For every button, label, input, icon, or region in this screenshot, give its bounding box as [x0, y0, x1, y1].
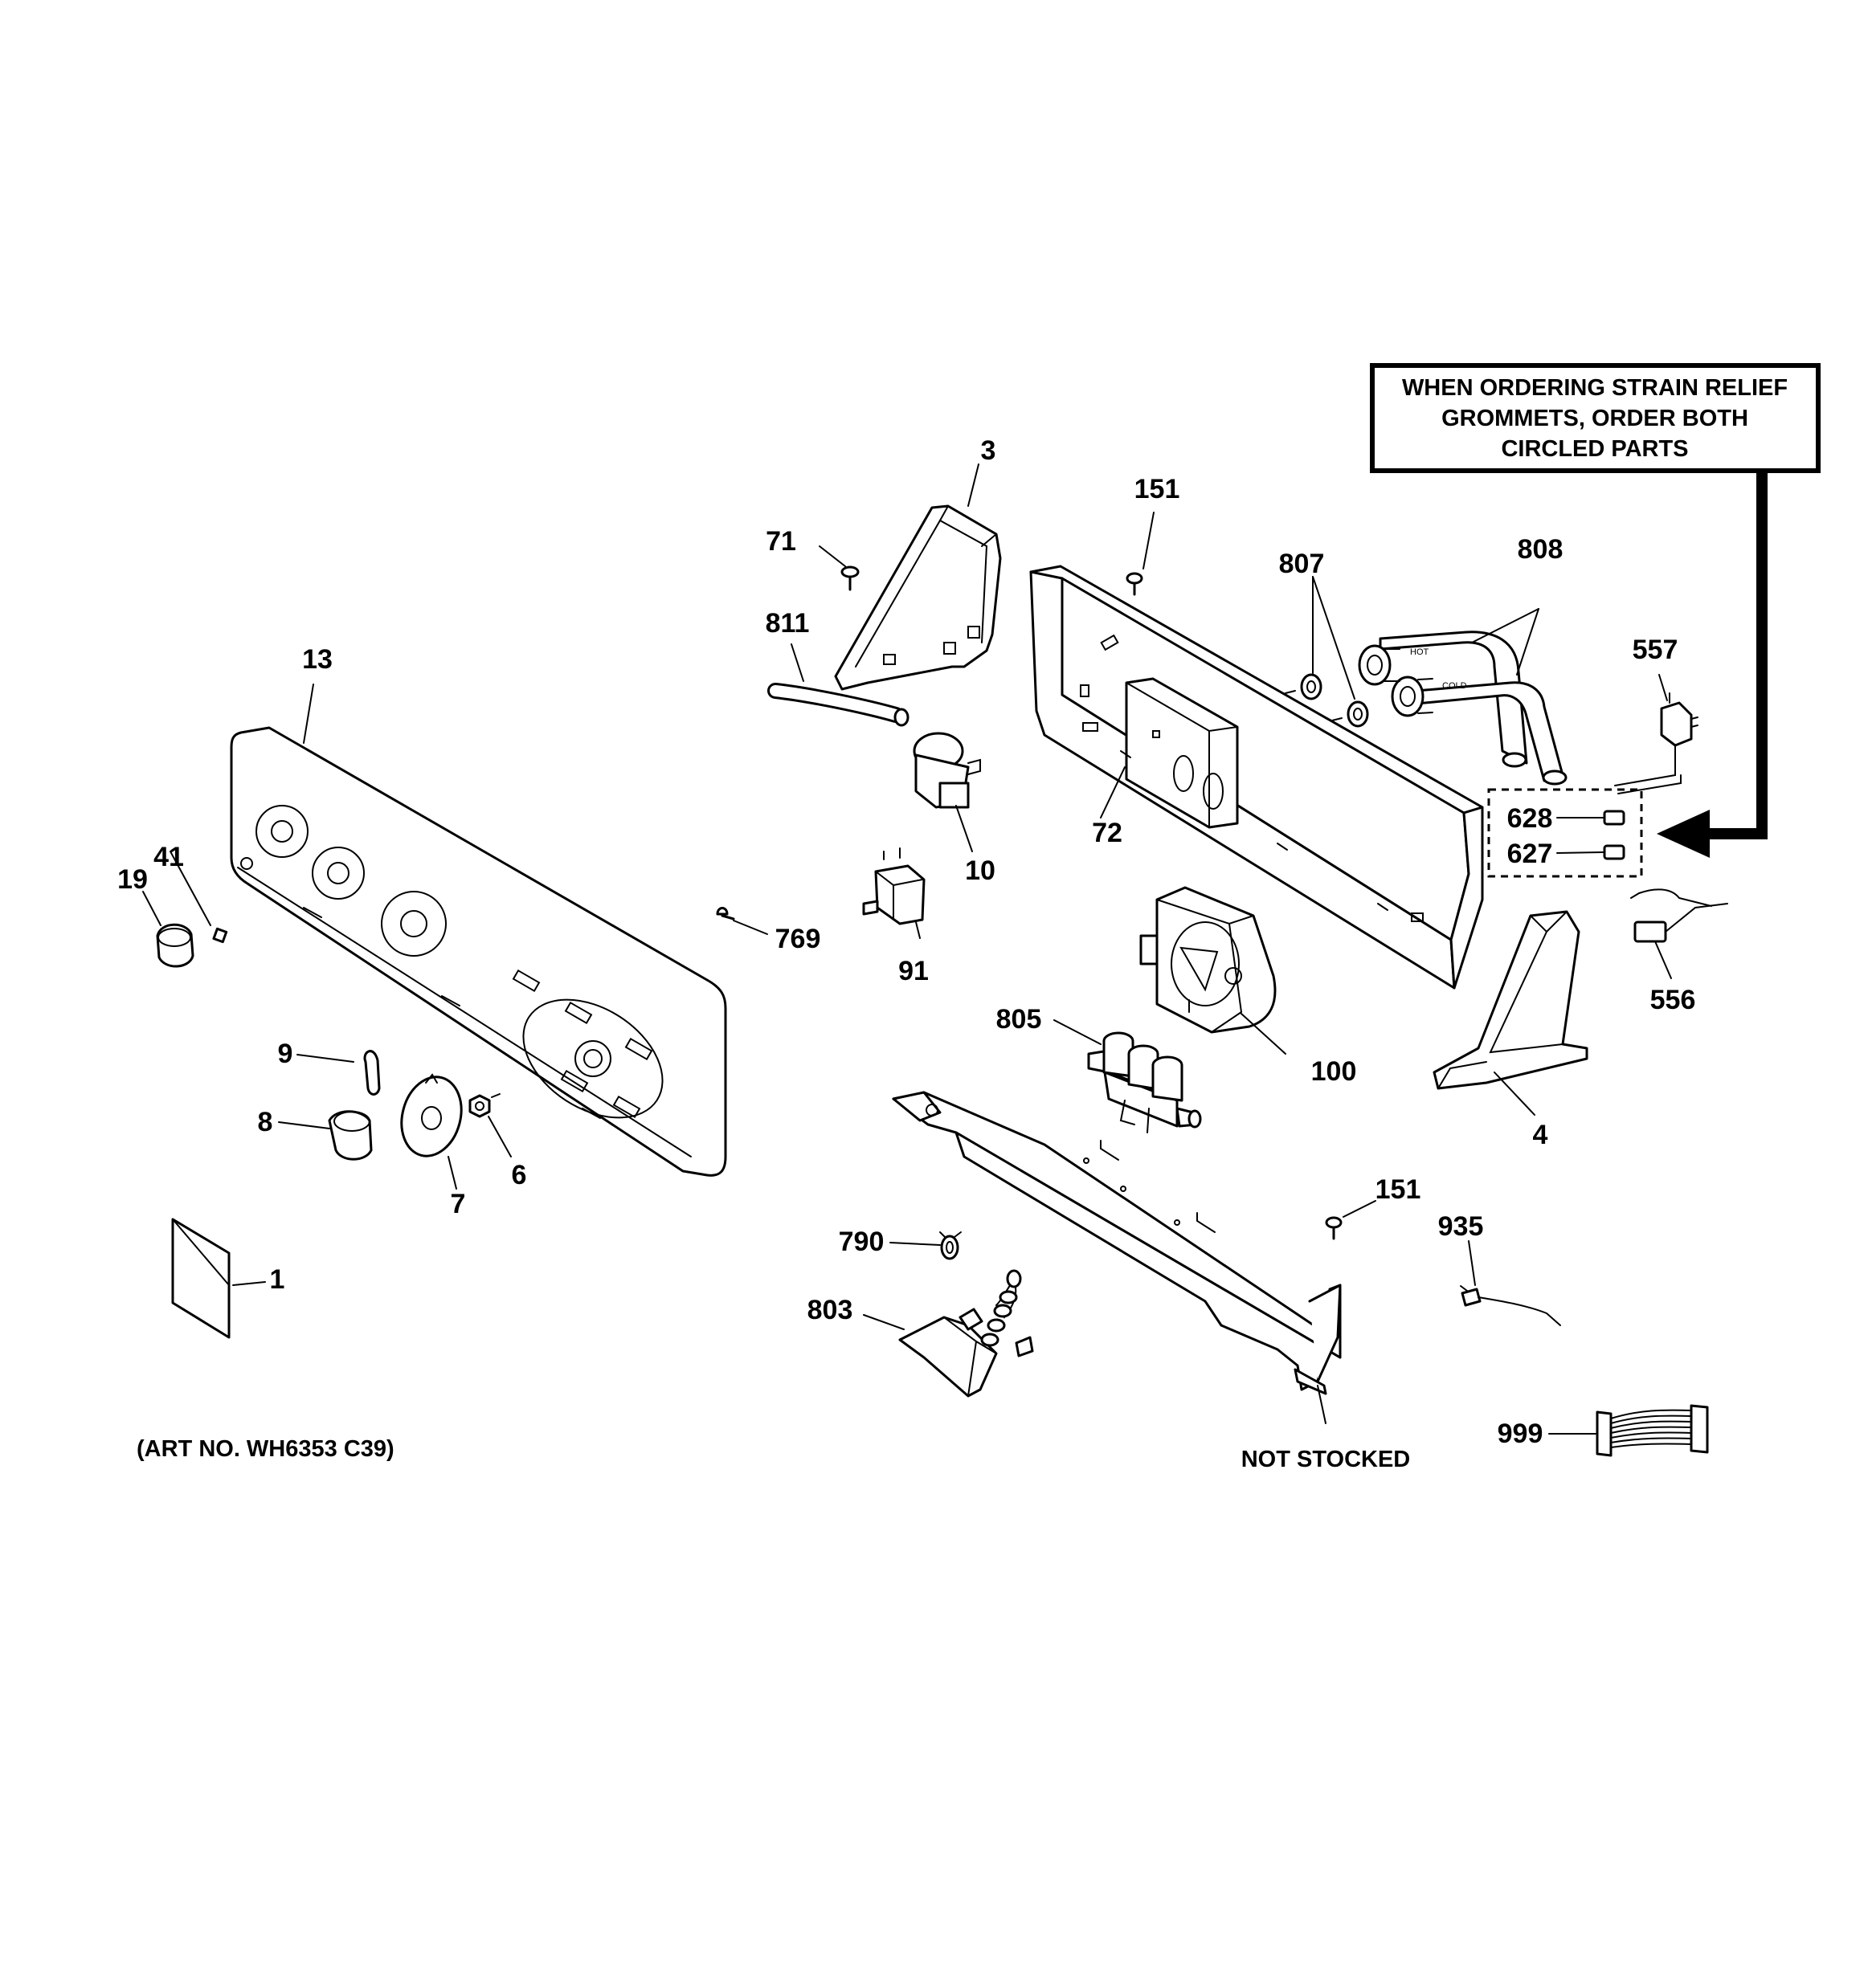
callout-4: 4 — [1533, 1120, 1548, 1150]
callout-71: 71 — [766, 526, 796, 557]
callout-807: 807 — [1279, 549, 1325, 579]
callout-790: 790 — [839, 1227, 885, 1257]
callout-8: 8 — [258, 1107, 273, 1137]
callout-556: 556 — [1650, 985, 1696, 1015]
bracket-3 — [834, 504, 1002, 691]
circled-parts-box — [1487, 788, 1643, 878]
clip-41 — [212, 927, 228, 944]
bracket-4 — [1433, 910, 1588, 1090]
callout-100: 100 — [1311, 1056, 1357, 1087]
wire-935 — [1460, 1285, 1561, 1326]
washer-807-b — [1331, 700, 1369, 728]
hot-mark: HOT — [1410, 647, 1429, 657]
cord-557 — [1614, 692, 1698, 794]
note-line-1: WHEN ORDERING STRAIN RELIEF — [1402, 375, 1788, 401]
leader-lines — [142, 463, 1672, 1435]
screw-769 — [716, 907, 735, 921]
screw-71 — [840, 565, 860, 591]
callout-557: 557 — [1633, 635, 1678, 665]
callout-1: 1 — [270, 1264, 285, 1295]
callout-91: 91 — [898, 956, 929, 986]
callout-803: 803 — [807, 1295, 853, 1325]
grommet-628 — [1603, 810, 1625, 826]
pressure-switch-10 — [913, 732, 981, 809]
knob-8 — [328, 1110, 373, 1161]
switch-91 — [862, 847, 926, 925]
harness-999 — [1596, 1404, 1709, 1457]
literature-1 — [171, 1218, 231, 1339]
nut-6 — [468, 1093, 501, 1118]
callout-808: 808 — [1518, 534, 1563, 565]
clip-9 — [363, 1050, 381, 1096]
callout-151-top: 151 — [1134, 474, 1180, 504]
callout-19: 19 — [117, 864, 148, 895]
callout-628: 628 — [1507, 803, 1553, 834]
wire-556 — [1630, 888, 1728, 943]
callout-805: 805 — [996, 1004, 1042, 1035]
callout-7: 7 — [451, 1189, 466, 1219]
dial-7 — [400, 1073, 463, 1157]
cold-mark: COLD — [1442, 681, 1467, 691]
backsplash-72 — [1029, 565, 1484, 990]
callout-151-bottom: 151 — [1375, 1174, 1421, 1205]
note-line-2: GROMMETS, ORDER BOTH — [1441, 406, 1748, 431]
knob-19 — [156, 923, 194, 968]
clamp-790 — [939, 1231, 962, 1260]
valve-805 — [1087, 1031, 1202, 1133]
callout-769: 769 — [775, 924, 821, 954]
callout-935: 935 — [1438, 1211, 1484, 1242]
dispenser-803 — [898, 1269, 1034, 1398]
callout-41: 41 — [153, 842, 184, 872]
screw-151-bottom — [1325, 1216, 1343, 1240]
grommet-627 — [1603, 844, 1625, 860]
callout-811: 811 — [766, 608, 810, 639]
callout-13: 13 — [302, 644, 333, 675]
callout-9: 9 — [278, 1039, 293, 1069]
screw-151-top — [1126, 572, 1143, 596]
control-panel — [230, 726, 727, 1177]
callout-627: 627 — [1507, 839, 1553, 869]
callout-10: 10 — [965, 855, 995, 886]
note-arrow — [1657, 471, 1768, 858]
callout-6: 6 — [512, 1160, 527, 1190]
not-stocked-label: NOT STOCKED — [1241, 1447, 1411, 1472]
washer-807-a — [1285, 673, 1322, 700]
timer-100 — [1139, 886, 1277, 1034]
note-box: WHEN ORDERING STRAIN RELIEF GROMMETS, OR… — [1370, 363, 1821, 473]
callout-72: 72 — [1092, 818, 1122, 848]
note-line-3: CIRCLED PARTS — [1501, 436, 1688, 462]
bottom-bracket-not-stocked — [892, 1091, 1342, 1395]
art-number: (ART NO. WH6353 C39) — [137, 1436, 394, 1462]
callout-999: 999 — [1498, 1419, 1543, 1449]
callout-3: 3 — [981, 435, 996, 466]
